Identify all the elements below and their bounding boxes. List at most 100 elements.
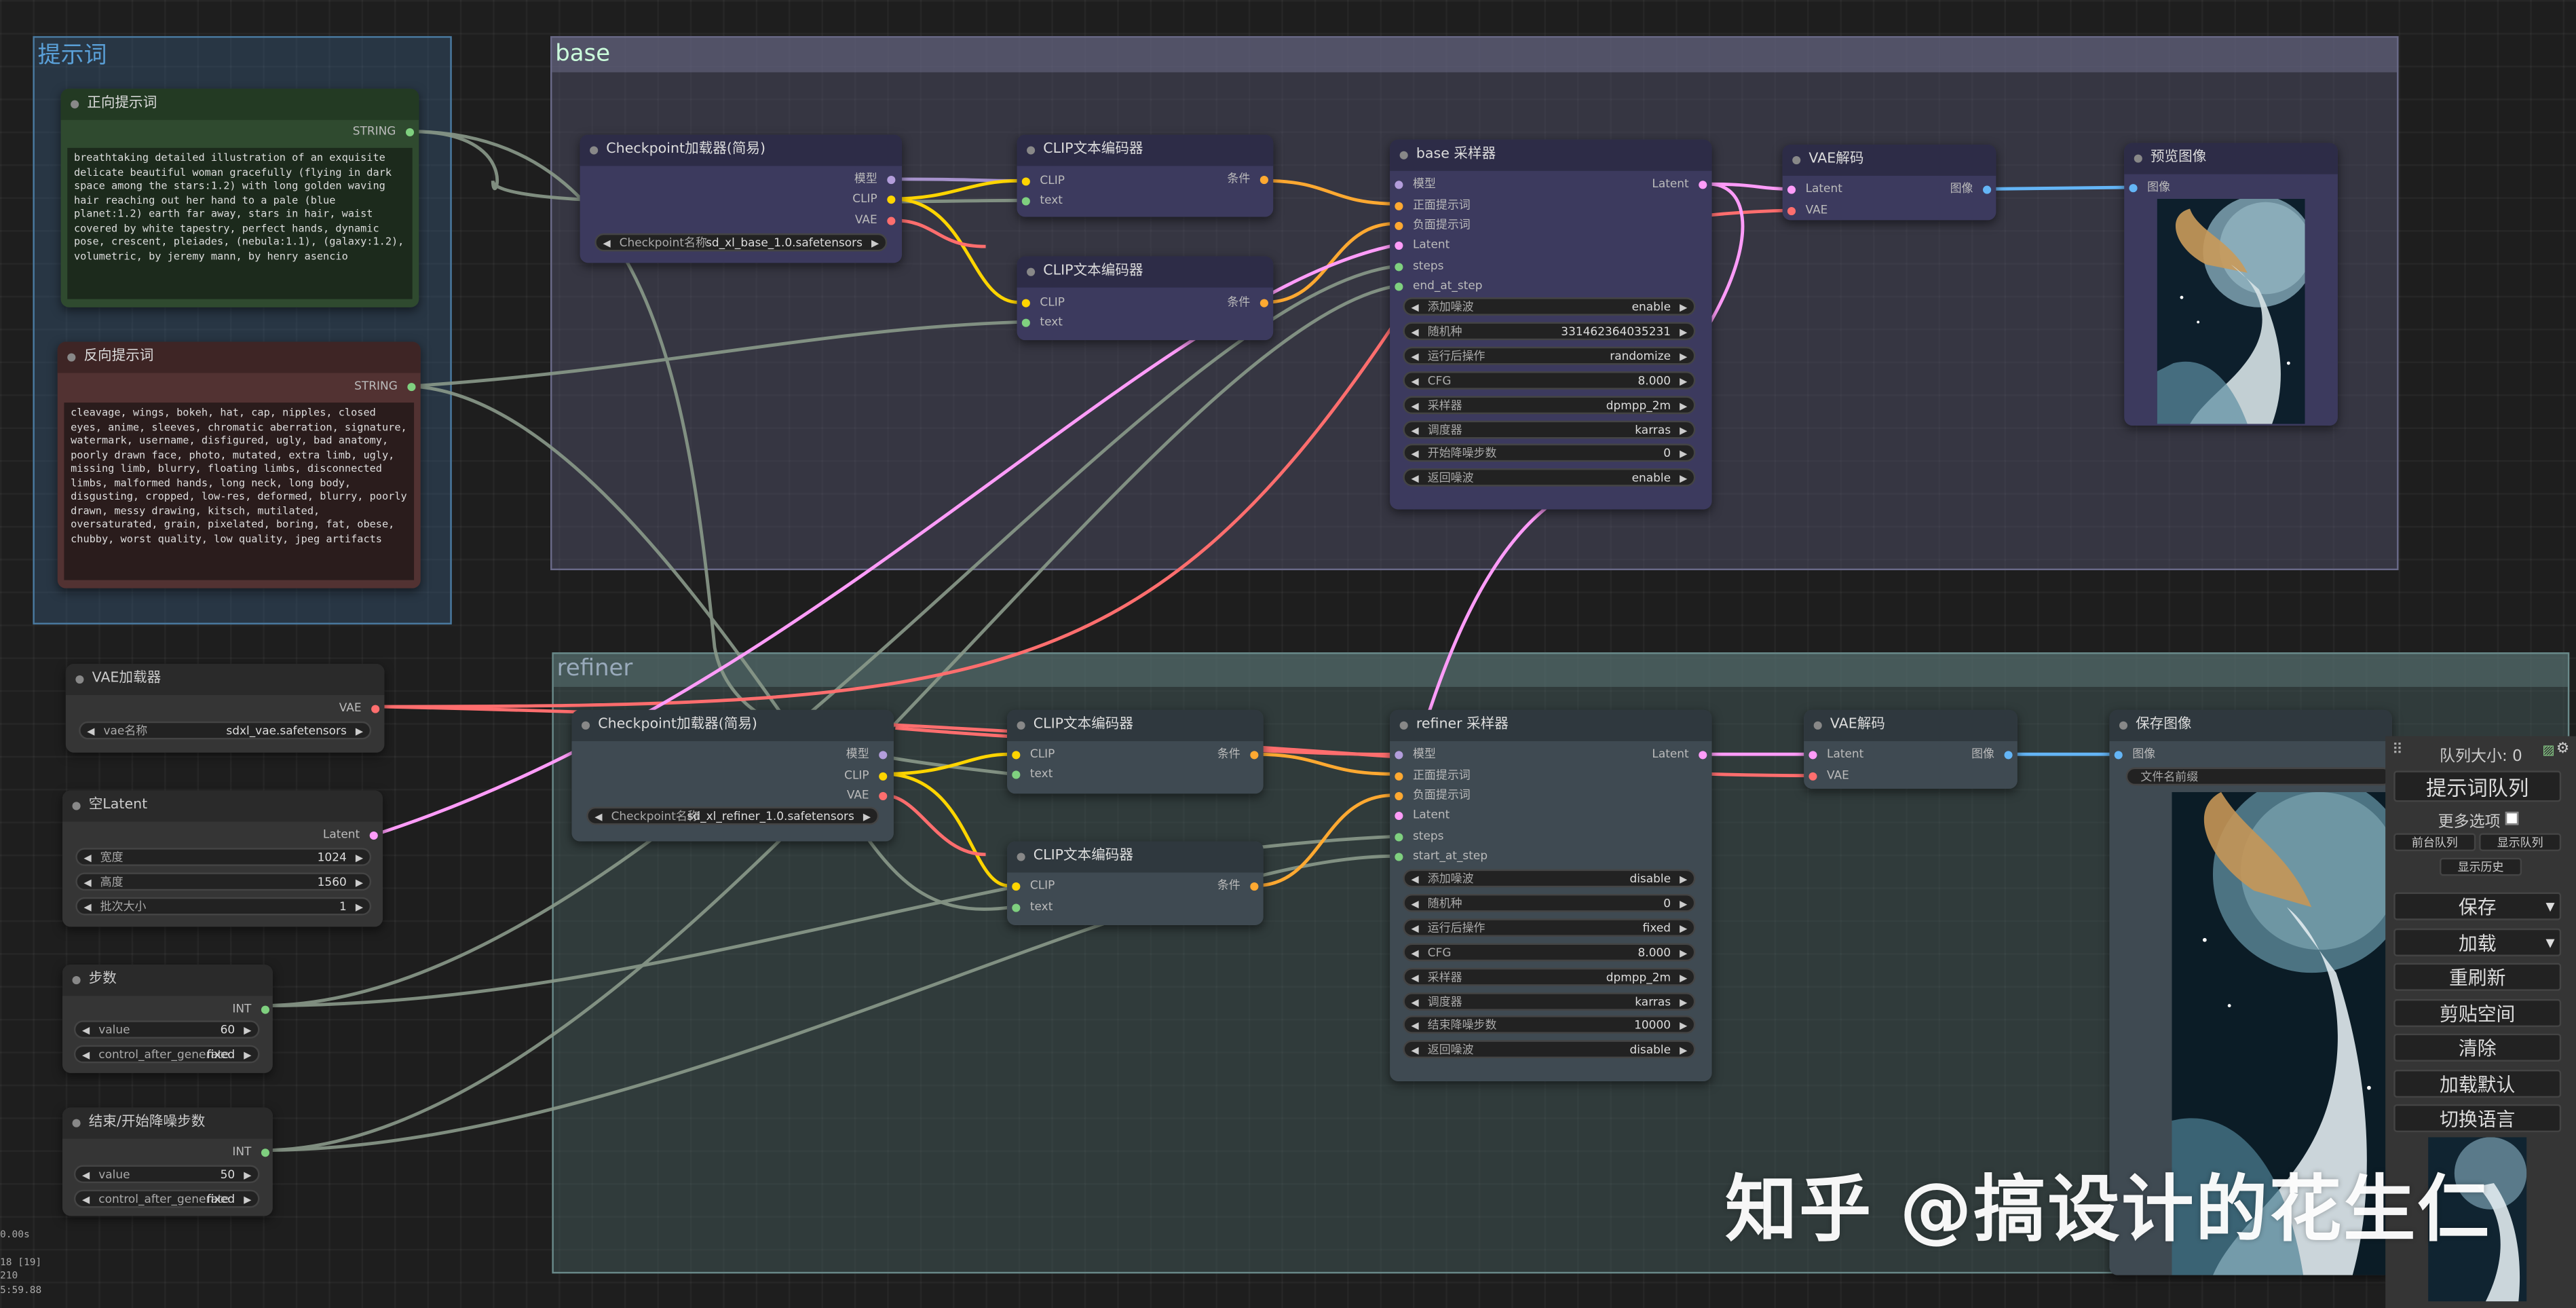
- input-latent[interactable]: Latent: [1395, 807, 1450, 823]
- output-model[interactable]: 模型: [854, 171, 896, 187]
- node-positive-prompt[interactable]: 正向提示词 STRING breathtaking detailed illus…: [60, 88, 419, 307]
- collapse-dot[interactable]: [72, 976, 81, 985]
- output-string[interactable]: STRING: [354, 378, 416, 394]
- decrement-arrow[interactable]: ◀: [1411, 948, 1419, 960]
- view-history-button[interactable]: 显示历史: [2440, 857, 2522, 876]
- collapse-dot[interactable]: [581, 721, 590, 730]
- collapse-dot[interactable]: [2134, 154, 2142, 163]
- decrement-arrow[interactable]: ◀: [1411, 473, 1419, 485]
- decrement-arrow[interactable]: ◀: [1411, 996, 1419, 1009]
- increment-arrow[interactable]: ▶: [1680, 1021, 1688, 1033]
- increment-arrow[interactable]: ▶: [1680, 424, 1688, 436]
- load-dropdown-arrow[interactable]: ▼: [2545, 936, 2555, 950]
- decrement-arrow[interactable]: ◀: [1411, 1045, 1419, 1058]
- filename-prefix-input[interactable]: 文件名前缀: [2125, 767, 2392, 786]
- node-base-clip-positive[interactable]: CLIP文本编码器 CLIP text 条件: [1017, 134, 1274, 217]
- output-clip[interactable]: CLIP: [844, 768, 888, 784]
- input-vae[interactable]: VAE: [1808, 768, 1849, 784]
- input-latent[interactable]: Latent: [1787, 181, 1842, 197]
- node-refiner-clip-positive[interactable]: CLIP文本编码器 CLIP text 条件: [1007, 709, 1264, 794]
- input-positive[interactable]: 正面提示词: [1395, 768, 1471, 784]
- decrement-arrow[interactable]: ◀: [1411, 351, 1419, 363]
- input-start-at-step[interactable]: start_at_step: [1395, 848, 1488, 864]
- queue-prompt-button[interactable]: 提示词队列: [2393, 770, 2562, 802]
- clear-button[interactable]: 清除: [2393, 1033, 2562, 1062]
- input-latent[interactable]: Latent: [1808, 746, 1863, 762]
- output-vae[interactable]: VAE: [339, 700, 380, 716]
- load-default-button[interactable]: 加载默认: [2393, 1070, 2562, 1098]
- output-conditioning[interactable]: 条件: [1217, 746, 1259, 762]
- save-dropdown-arrow[interactable]: ▼: [2545, 900, 2555, 914]
- decrement-arrow[interactable]: ◀: [1411, 898, 1419, 910]
- node-negative-prompt[interactable]: 反向提示词 STRING cleavage, wings, bokeh, hat…: [57, 341, 421, 588]
- input-clip[interactable]: CLIP: [1021, 294, 1065, 310]
- decrement-arrow[interactable]: ◀: [1411, 1021, 1419, 1033]
- increment-arrow[interactable]: ▶: [1680, 1045, 1688, 1058]
- increment-arrow[interactable]: ▶: [1680, 923, 1688, 935]
- positive-prompt-textarea[interactable]: breathtaking detailed illustration of an…: [67, 147, 413, 299]
- node-refiner-clip-negative[interactable]: CLIP文本编码器 CLIP text 条件: [1007, 841, 1264, 925]
- decrement-arrow[interactable]: ◀: [1411, 972, 1419, 984]
- input-vae[interactable]: VAE: [1787, 202, 1827, 219]
- switch-language-button[interactable]: 切换语言: [2393, 1104, 2562, 1133]
- node-refiner-vae-decode[interactable]: VAE解码 Latent VAE 图像: [1804, 709, 2018, 789]
- preview-thumbnail[interactable]: [2157, 198, 2305, 424]
- output-int[interactable]: INT: [232, 1144, 270, 1160]
- queue-front-button[interactable]: 前台队列: [2393, 833, 2476, 852]
- view-queue-button[interactable]: 显示队列: [2479, 833, 2562, 852]
- increment-arrow[interactable]: ▶: [1680, 473, 1688, 485]
- node-base-clip-negative[interactable]: CLIP文本编码器 CLIP text 条件: [1017, 256, 1274, 341]
- increment-arrow[interactable]: ▶: [1680, 996, 1688, 1009]
- input-clip[interactable]: CLIP: [1012, 746, 1055, 762]
- collapse-dot[interactable]: [1027, 146, 1036, 155]
- collapse-dot[interactable]: [67, 353, 76, 362]
- increment-arrow[interactable]: ▶: [1680, 302, 1688, 314]
- history-thumbnail[interactable]: [2428, 1137, 2527, 1302]
- collapse-dot[interactable]: [75, 675, 84, 684]
- side-menu[interactable]: ⠿ 队列大小: 0 ▨ ⚙ 提示词队列 更多选项 前台队列 显示队列 显示历史 …: [2385, 736, 2576, 1308]
- node-base-checkpoint[interactable]: Checkpoint加载器(简易) 模型 CLIP VAE ◀Checkpoin…: [580, 134, 903, 263]
- node-base-sampler[interactable]: base 采样器 模型 正面提示词 负面提示词 Latent steps end…: [1390, 139, 1712, 510]
- saved-image[interactable]: [2172, 791, 2392, 1275]
- node-refiner-checkpoint[interactable]: Checkpoint加载器(简易) 模型 CLIP VAE ◀Checkpoin…: [571, 709, 894, 842]
- drag-handle-icon[interactable]: ⠿: [2391, 743, 2403, 760]
- load-button[interactable]: 加载▼: [2393, 928, 2562, 956]
- increment-arrow[interactable]: ▶: [1680, 874, 1688, 886]
- input-steps[interactable]: steps: [1395, 828, 1443, 844]
- decrement-arrow[interactable]: ◀: [1411, 326, 1419, 339]
- increment-arrow[interactable]: ▶: [1680, 948, 1688, 960]
- node-save-image[interactable]: 保存图像 图像 文件名前缀: [2109, 709, 2392, 1275]
- input-negative[interactable]: 负面提示词: [1395, 217, 1471, 233]
- increment-arrow[interactable]: ▶: [1680, 898, 1688, 910]
- output-vae[interactable]: VAE: [855, 212, 896, 228]
- increment-arrow[interactable]: ▶: [1680, 375, 1688, 388]
- output-string[interactable]: STRING: [353, 124, 415, 140]
- node-preview-image[interactable]: 预览图像 图像: [2124, 143, 2338, 426]
- input-end-at-step[interactable]: end_at_step: [1395, 278, 1483, 294]
- negative-prompt-textarea[interactable]: cleavage, wings, bokeh, hat, cap, nipple…: [64, 403, 415, 580]
- node-refiner-sampler[interactable]: refiner 采样器 模型 正面提示词 负面提示词 Latent steps …: [1390, 709, 1712, 1081]
- refresh-button[interactable]: 重刷新: [2393, 963, 2562, 991]
- collapse-dot[interactable]: [1399, 721, 1408, 730]
- extra-options-checkbox[interactable]: [2505, 811, 2519, 825]
- collapse-dot[interactable]: [590, 146, 599, 155]
- output-latent[interactable]: Latent: [323, 827, 378, 843]
